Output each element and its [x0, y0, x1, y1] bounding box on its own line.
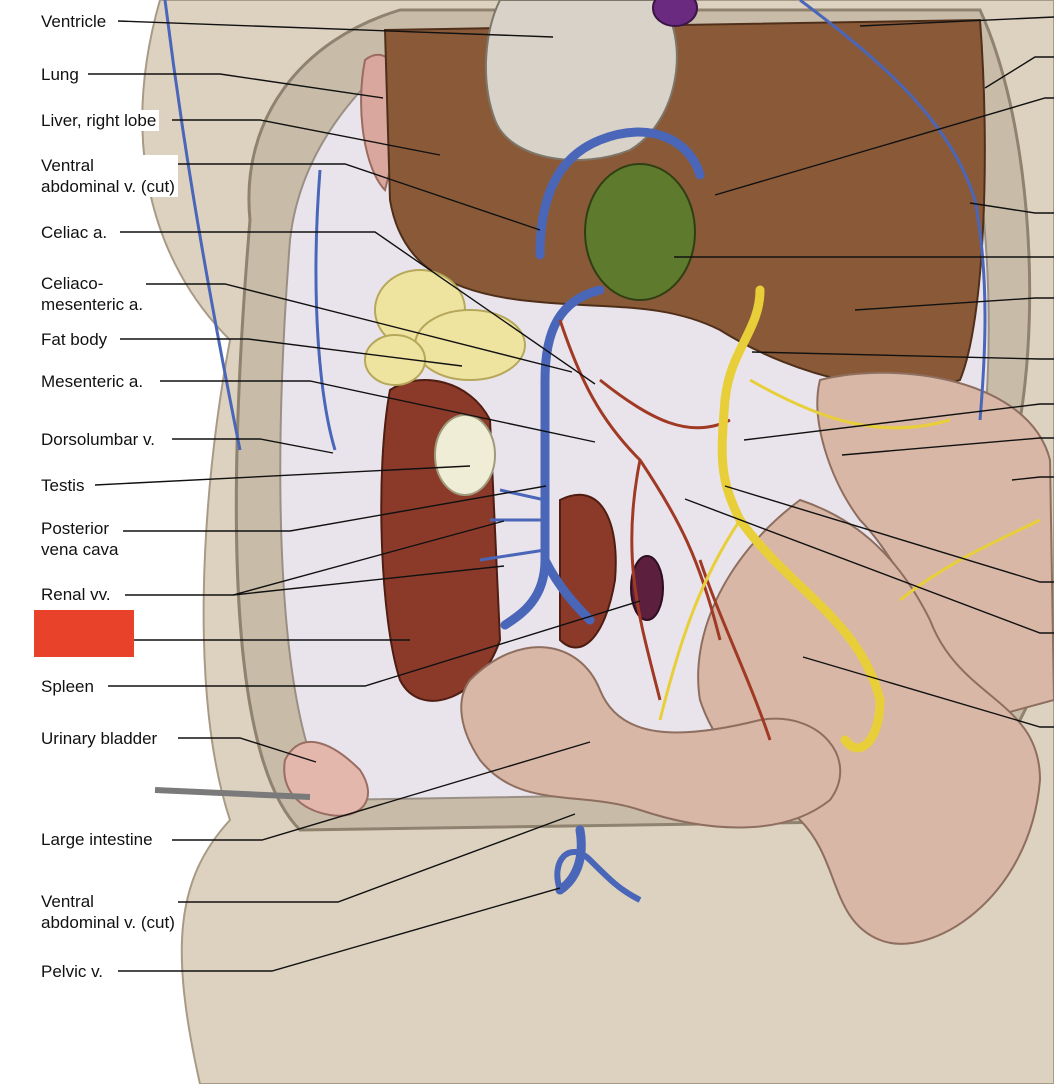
testis-shape [434, 414, 496, 496]
leader-renal-vv-1 [125, 520, 505, 596]
label-testis: Testis [41, 475, 88, 496]
leader-dorsolumbar-v [172, 438, 334, 454]
arteries [558, 319, 772, 741]
label-celiac-a: Celiac a. [41, 222, 111, 243]
label-liver-right-lobe: Liver, right lobe [41, 110, 160, 131]
label-fat-body: Fat body [41, 329, 111, 350]
leader-liver-right-lobe [172, 119, 441, 156]
veins [500, 127, 705, 895]
label-pelvic-v: Pelvic v. [41, 961, 107, 982]
leader-right-1 [859, 16, 1054, 27]
leader-fat-body [120, 338, 463, 367]
label-dorsolumbar-v: Dorsolumbar v. [41, 429, 158, 450]
leader-large-intestine [172, 741, 591, 841]
leader-right-13 [802, 656, 1054, 728]
leader-right-7 [751, 351, 1054, 360]
label-spleen: Spleen [41, 676, 97, 697]
label-mesenteric-a: Mesenteric a. [41, 371, 147, 392]
leader-celiacomesenteric-a [118, 283, 573, 373]
fat-body-shape [364, 269, 526, 386]
leader-right-6 [854, 297, 1054, 311]
leader-right-10 [1011, 476, 1054, 481]
forceps [154, 787, 311, 800]
leader-right-8 [743, 403, 1054, 441]
veins-thin [163, 0, 987, 562]
leader-posterior-vena-cava [123, 485, 547, 532]
redacted-label-box [34, 610, 134, 657]
leader-ventricle [117, 20, 554, 38]
leader-right-9 [841, 437, 1054, 456]
gall-bladder-shape [584, 163, 696, 301]
leader-right-4 [969, 202, 1054, 214]
label-celiacomesenteric-a: Celiaco-mesenteric a. [41, 273, 147, 315]
leader-urinary-bladder [178, 737, 317, 763]
leader-mesenteric-a [160, 380, 596, 443]
label-renal-vv: Renal vv. [41, 584, 114, 605]
leader-ventral-abdominal-v-upper [104, 163, 541, 231]
leader-right-2 [984, 56, 1054, 89]
leader-right-3 [714, 97, 1054, 196]
leader-right-11 [724, 485, 1054, 583]
leader-lung [88, 73, 384, 99]
pelvic-vein [554, 849, 642, 903]
leader-testis [94, 465, 471, 486]
label-lung: Lung [41, 64, 82, 85]
leader-ventral-abdominal-v-lower [104, 813, 576, 903]
leader-renal-vv-2 [232, 565, 505, 596]
leader-celiac-a [120, 231, 596, 385]
small-intestine-shape [697, 498, 1042, 945]
leader-spleen [108, 600, 641, 687]
leader-right-12 [684, 498, 1054, 634]
label-urinary-bladder: Urinary bladder [41, 728, 161, 749]
label-large-intestine: Large intestine [41, 829, 156, 850]
atrium-shape [652, 0, 698, 27]
large-intestine-shape [460, 646, 842, 829]
leader-pelvic-v [118, 887, 561, 972]
label-ventricle: Ventricle [41, 11, 110, 32]
